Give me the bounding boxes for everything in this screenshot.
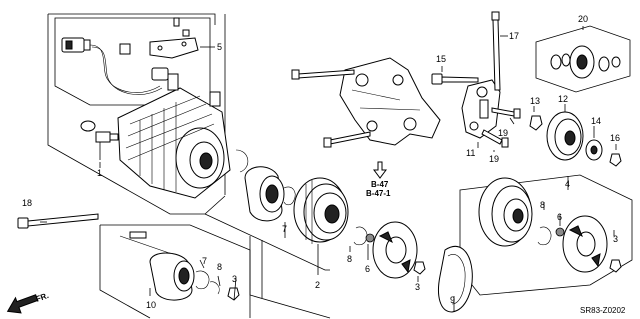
callout-3a: 3 <box>415 282 420 292</box>
tensioner-bracket <box>461 79 501 139</box>
idler-pulley <box>529 111 622 167</box>
callout-14: 14 <box>591 116 601 126</box>
callout-3c: 3 <box>613 234 618 244</box>
callout-13: 13 <box>530 96 540 106</box>
reference-arrow <box>373 161 387 179</box>
callout-18: 18 <box>22 198 32 208</box>
callout-8a: 8 <box>347 254 352 264</box>
clutch-assembly <box>459 174 633 296</box>
callout-20: 20 <box>578 14 588 24</box>
callout-8b: 8 <box>217 262 222 272</box>
callout-7a: 7 <box>282 224 287 234</box>
callout-4: 4 <box>565 179 570 189</box>
idler-kit-box <box>535 25 631 93</box>
front-direction-label: FR. <box>35 291 50 304</box>
bracket-bolt-15 <box>431 73 479 85</box>
callout-2: 2 <box>315 280 320 290</box>
callout-8c: 8 <box>540 200 545 210</box>
front-arrow-icon <box>6 294 39 314</box>
bolts-19 <box>481 107 521 148</box>
group-underline <box>249 236 331 319</box>
callout-1: 1 <box>97 168 102 178</box>
reference-label-b47-1: B-47-1 <box>366 189 391 198</box>
field-coil <box>244 166 296 222</box>
callout-5: 5 <box>217 42 222 52</box>
adjuster-bolt <box>491 11 501 91</box>
callout-19b: 19 <box>489 154 499 164</box>
callout-12: 12 <box>558 94 568 104</box>
sensor-harness <box>61 17 199 95</box>
callout-6a: 6 <box>365 264 370 274</box>
compressor <box>117 73 249 199</box>
clutch-plate <box>353 221 426 279</box>
callout-19a: 19 <box>498 128 508 138</box>
pulley <box>293 177 349 244</box>
leader-lines <box>40 26 617 312</box>
mounting-bracket <box>291 57 441 148</box>
callout-3b: 3 <box>232 274 237 284</box>
callout-6b: 6 <box>557 212 562 222</box>
diagram-code: SR83-Z0202 <box>580 306 626 315</box>
sensor-valve <box>80 120 119 160</box>
callouts: 5 1 18 7 2 8 6 3 10 7 8 3 9 11 19 19 15 … <box>22 14 620 310</box>
long-bolt <box>17 213 99 229</box>
callout-17: 17 <box>509 31 519 41</box>
reference-label-b47: B-47 <box>371 180 389 189</box>
drive-belt <box>438 245 473 313</box>
callout-11: 11 <box>466 148 475 158</box>
callout-15: 15 <box>436 54 446 64</box>
callout-10: 10 <box>146 300 156 310</box>
callout-7b: 7 <box>202 256 207 266</box>
callout-9: 9 <box>450 295 455 305</box>
callout-16: 16 <box>610 133 620 143</box>
compressor-group-outline <box>47 13 330 271</box>
clutch-kit-box <box>99 224 251 319</box>
